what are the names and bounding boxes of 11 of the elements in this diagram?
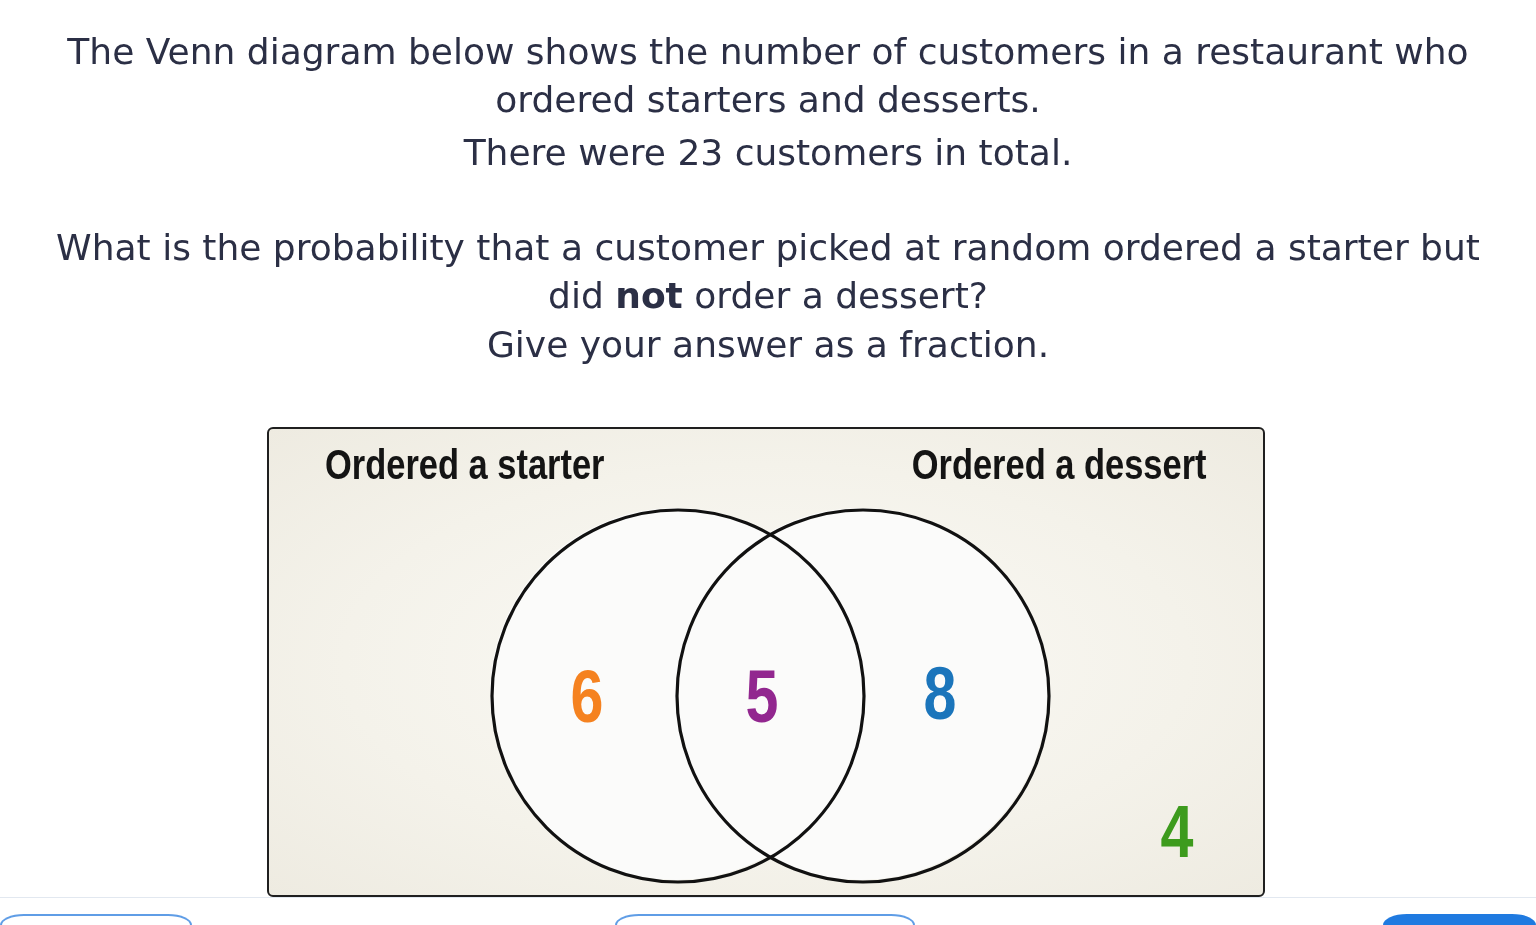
region-count: 4	[1160, 800, 1193, 863]
region-count: 6	[570, 665, 603, 728]
set-label: Ordered a dessert	[912, 441, 1207, 489]
question-text: The Venn diagram below shows the number of customers in a restaurant who ordered starters and desserts.	[66, 30, 1470, 122]
universal-set-box	[267, 427, 1265, 897]
set-label: Ordered a starter	[325, 441, 605, 489]
region-count: 5	[745, 665, 778, 728]
question-text: There were 23 customers in total.	[463, 131, 1073, 175]
question-text: Give your answer as a fraction.	[486, 323, 1050, 367]
region-count: 8	[923, 662, 956, 725]
question-text: What is the probability that a customer picked at random ordered a starter but did not order a dessert?	[55, 226, 1481, 318]
